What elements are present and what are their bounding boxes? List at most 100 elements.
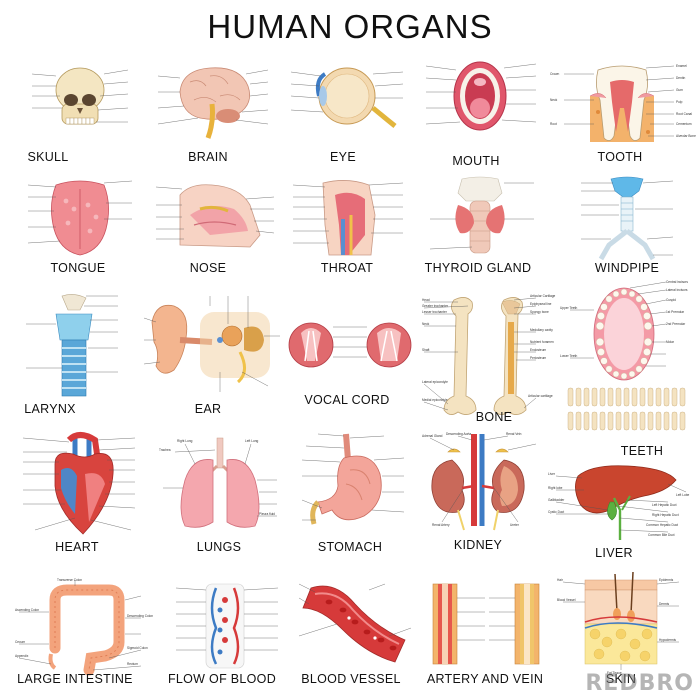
- blood-vessel-panel: BLOOD VESSEL: [295, 578, 425, 696]
- skin-fat-tissue-text: Fat Tissue: [607, 671, 622, 675]
- nose-label: NOSE: [189, 261, 227, 275]
- page-title: HUMAN ORGANS: [207, 8, 493, 45]
- bone-epiphyseal-line-text: Epiphyseal line: [530, 302, 552, 306]
- skin-illustration: Hair Epidermis Dermis Hypodermis Blood V…: [557, 571, 680, 675]
- throat-label: THROAT: [320, 261, 374, 275]
- bone-neck-text: Neck: [422, 322, 430, 326]
- lungs-label: LUNGS: [196, 540, 242, 554]
- larynx-illustration: [26, 294, 118, 397]
- windpipe-label: WINDPIPE: [594, 261, 660, 275]
- large-intestine-panel: Transverse Colon Ascending Colon Cecum A…: [15, 578, 155, 696]
- bone-spongy-bone-text: Spongy bone: [530, 310, 549, 314]
- vocal-cord-label: VOCAL CORD: [304, 393, 390, 407]
- nose-illustration: [155, 184, 275, 248]
- intestine-cecum-text: Cecum: [15, 640, 25, 644]
- tooth-gum-text: Gum: [676, 88, 683, 92]
- mouth-panel: MOUTH: [418, 52, 543, 177]
- thyroid-label: THYROID GLAND: [424, 261, 532, 275]
- teeth-first-premolar-text: 1st Premolar: [666, 310, 685, 314]
- skull-panel: SKULL: [20, 52, 140, 172]
- bone-nutrient-foramen-text: Nutrient foramen: [530, 340, 554, 344]
- tooth-root-canal-text: Root Canal: [676, 112, 692, 116]
- bone-shaft-text: Shaft: [422, 348, 430, 352]
- mouth-illustration: [425, 61, 537, 131]
- ear-label: EAR: [194, 402, 222, 416]
- intestine-ascending-text: Ascending Colon: [15, 608, 39, 612]
- liver-right-lobe-text: Right lobe: [548, 486, 563, 490]
- vocal-cord-illustration: [288, 322, 412, 368]
- stomach-panel: STOMACH: [288, 430, 418, 565]
- bone-greater-trochanter-text: Greater trochanter: [422, 304, 449, 308]
- teeth-illustration: Upper Teeth Lower Teeth Central incisors…: [560, 280, 688, 431]
- skin-panel: Hair Epidermis Dermis Hypodermis Blood V…: [555, 571, 697, 696]
- lungs-panel: Right Lung Left Lung Trachea Pleura flui…: [155, 430, 285, 565]
- blood-vessel-label: BLOOD VESSEL: [301, 672, 401, 686]
- eye-panel: EYE: [285, 52, 410, 172]
- kidney-panel: Adrenal Gland Descending Aorta Renal Vei…: [418, 430, 548, 565]
- kidney-adrenal-text: Adrenal Gland: [422, 434, 443, 438]
- intestine-descending-text: Descending Colon: [127, 614, 153, 618]
- nose-panel: NOSE: [150, 175, 280, 280]
- teeth-panel: Upper Teeth Lower Teeth Central incisors…: [560, 280, 698, 465]
- tooth-label: TOOTH: [597, 150, 643, 164]
- skin-label: SKIN: [605, 672, 637, 686]
- tongue-label: TONGUE: [50, 261, 106, 275]
- liver-cystic-duct-text: Cystic Duct: [548, 510, 564, 514]
- tooth-crown-text: Crown: [550, 72, 559, 76]
- kidney-renal-vein-text: Renal Vein: [506, 432, 522, 436]
- lungs-left-text: Left Lung: [245, 439, 259, 443]
- large-intestine-illustration: Transverse Colon Ascending Colon Cecum A…: [15, 578, 153, 676]
- liver-right-hepatic-text: Right Hepatic Duct: [652, 513, 679, 517]
- intestine-sigmoid-text: Sigmoid Colon: [127, 646, 148, 650]
- flow-of-blood-label: FLOW OF BLOOD: [167, 672, 277, 686]
- teeth-lateral-incisors-text: Lateral incisors: [666, 288, 688, 292]
- kidney-renal-artery-text: Renal Artery: [432, 523, 450, 527]
- bone-articular-cartilage-bottom-text: Articular cartilage: [528, 394, 553, 398]
- larynx-label: LARYNX: [24, 402, 76, 416]
- bone-head-text: Head: [422, 298, 430, 302]
- bone-articular-cartilage-top-text: Articular Cartilage: [530, 294, 556, 298]
- bone-panel: Head Greater trochanter Lesser trochante…: [418, 292, 563, 430]
- teeth-cuspid-text: Cuspid: [666, 298, 676, 302]
- tongue-illustration: [27, 180, 133, 256]
- tooth-cementum-text: Cementum: [676, 122, 692, 126]
- artery-vein-panel: ARTERY AND VEIN: [425, 578, 555, 696]
- ear-panel: EAR: [140, 292, 285, 422]
- throat-illustration: [292, 180, 404, 256]
- liver-liver-text: Liver: [548, 472, 556, 476]
- windpipe-panel: WINDPIPE: [555, 175, 695, 280]
- bone-medullary-cavity-text: Medullary cavity: [530, 328, 553, 332]
- teeth-molar-text: Molar: [666, 340, 675, 344]
- tooth-panel: Crown Neck Root Enamel Dentin Gum Pulp R…: [550, 52, 696, 177]
- skin-blood-vessel-text: Blood Vessel: [557, 598, 576, 602]
- brain-illustration: [157, 67, 269, 139]
- vocal-cord-panel: VOCAL CORD: [285, 315, 420, 415]
- kidney-illustration: Adrenal Gland Descending Aorta Renal Vei…: [422, 432, 537, 531]
- lungs-trachea-text: Trachea: [159, 448, 171, 452]
- blood-vessel-illustration: [298, 583, 412, 663]
- tooth-illustration: Crown Neck Root Enamel Dentin Gum Pulp R…: [550, 64, 696, 142]
- tongue-panel: TONGUE: [20, 175, 150, 280]
- artery-vein-illustration: [432, 583, 540, 665]
- thyroid-panel: THYROID GLAND: [418, 175, 548, 280]
- teeth-upper-text: Upper Teeth: [560, 306, 578, 310]
- tooth-pulp-text: Pulp: [676, 100, 683, 104]
- kidney-ureter-text: Ureter: [510, 523, 520, 527]
- skull-label: SKULL: [27, 150, 69, 164]
- tooth-enamel-text: Enamel: [676, 64, 687, 68]
- heart-illustration: [22, 432, 136, 535]
- teeth-lower-text: Lower Teeth: [560, 354, 578, 358]
- liver-common-hepatic-text: Common Hepatic Duct: [646, 523, 678, 527]
- mouth-label: MOUTH: [452, 154, 500, 168]
- skin-hair-text: Hair: [557, 578, 564, 582]
- teeth-chart: [567, 387, 686, 431]
- liver-illustration: Liver Right lobe Gallbladder Cystic Duct…: [548, 465, 690, 540]
- stomach-illustration: [301, 433, 405, 525]
- bone-lateral-epicondyle-text: Lateral epicondyle: [422, 380, 448, 384]
- intestine-transverse-text: Transverse Colon: [57, 578, 82, 582]
- skin-dermis-text: Dermis: [659, 602, 669, 606]
- tooth-root-text: Root: [550, 122, 557, 126]
- liver-gallbladder-text: Gallbladder: [548, 498, 565, 502]
- lungs-illustration: Right Lung Left Lung Trachea Pleura flui…: [159, 437, 277, 528]
- teeth-central-incisors-text: Central incisors: [666, 280, 688, 284]
